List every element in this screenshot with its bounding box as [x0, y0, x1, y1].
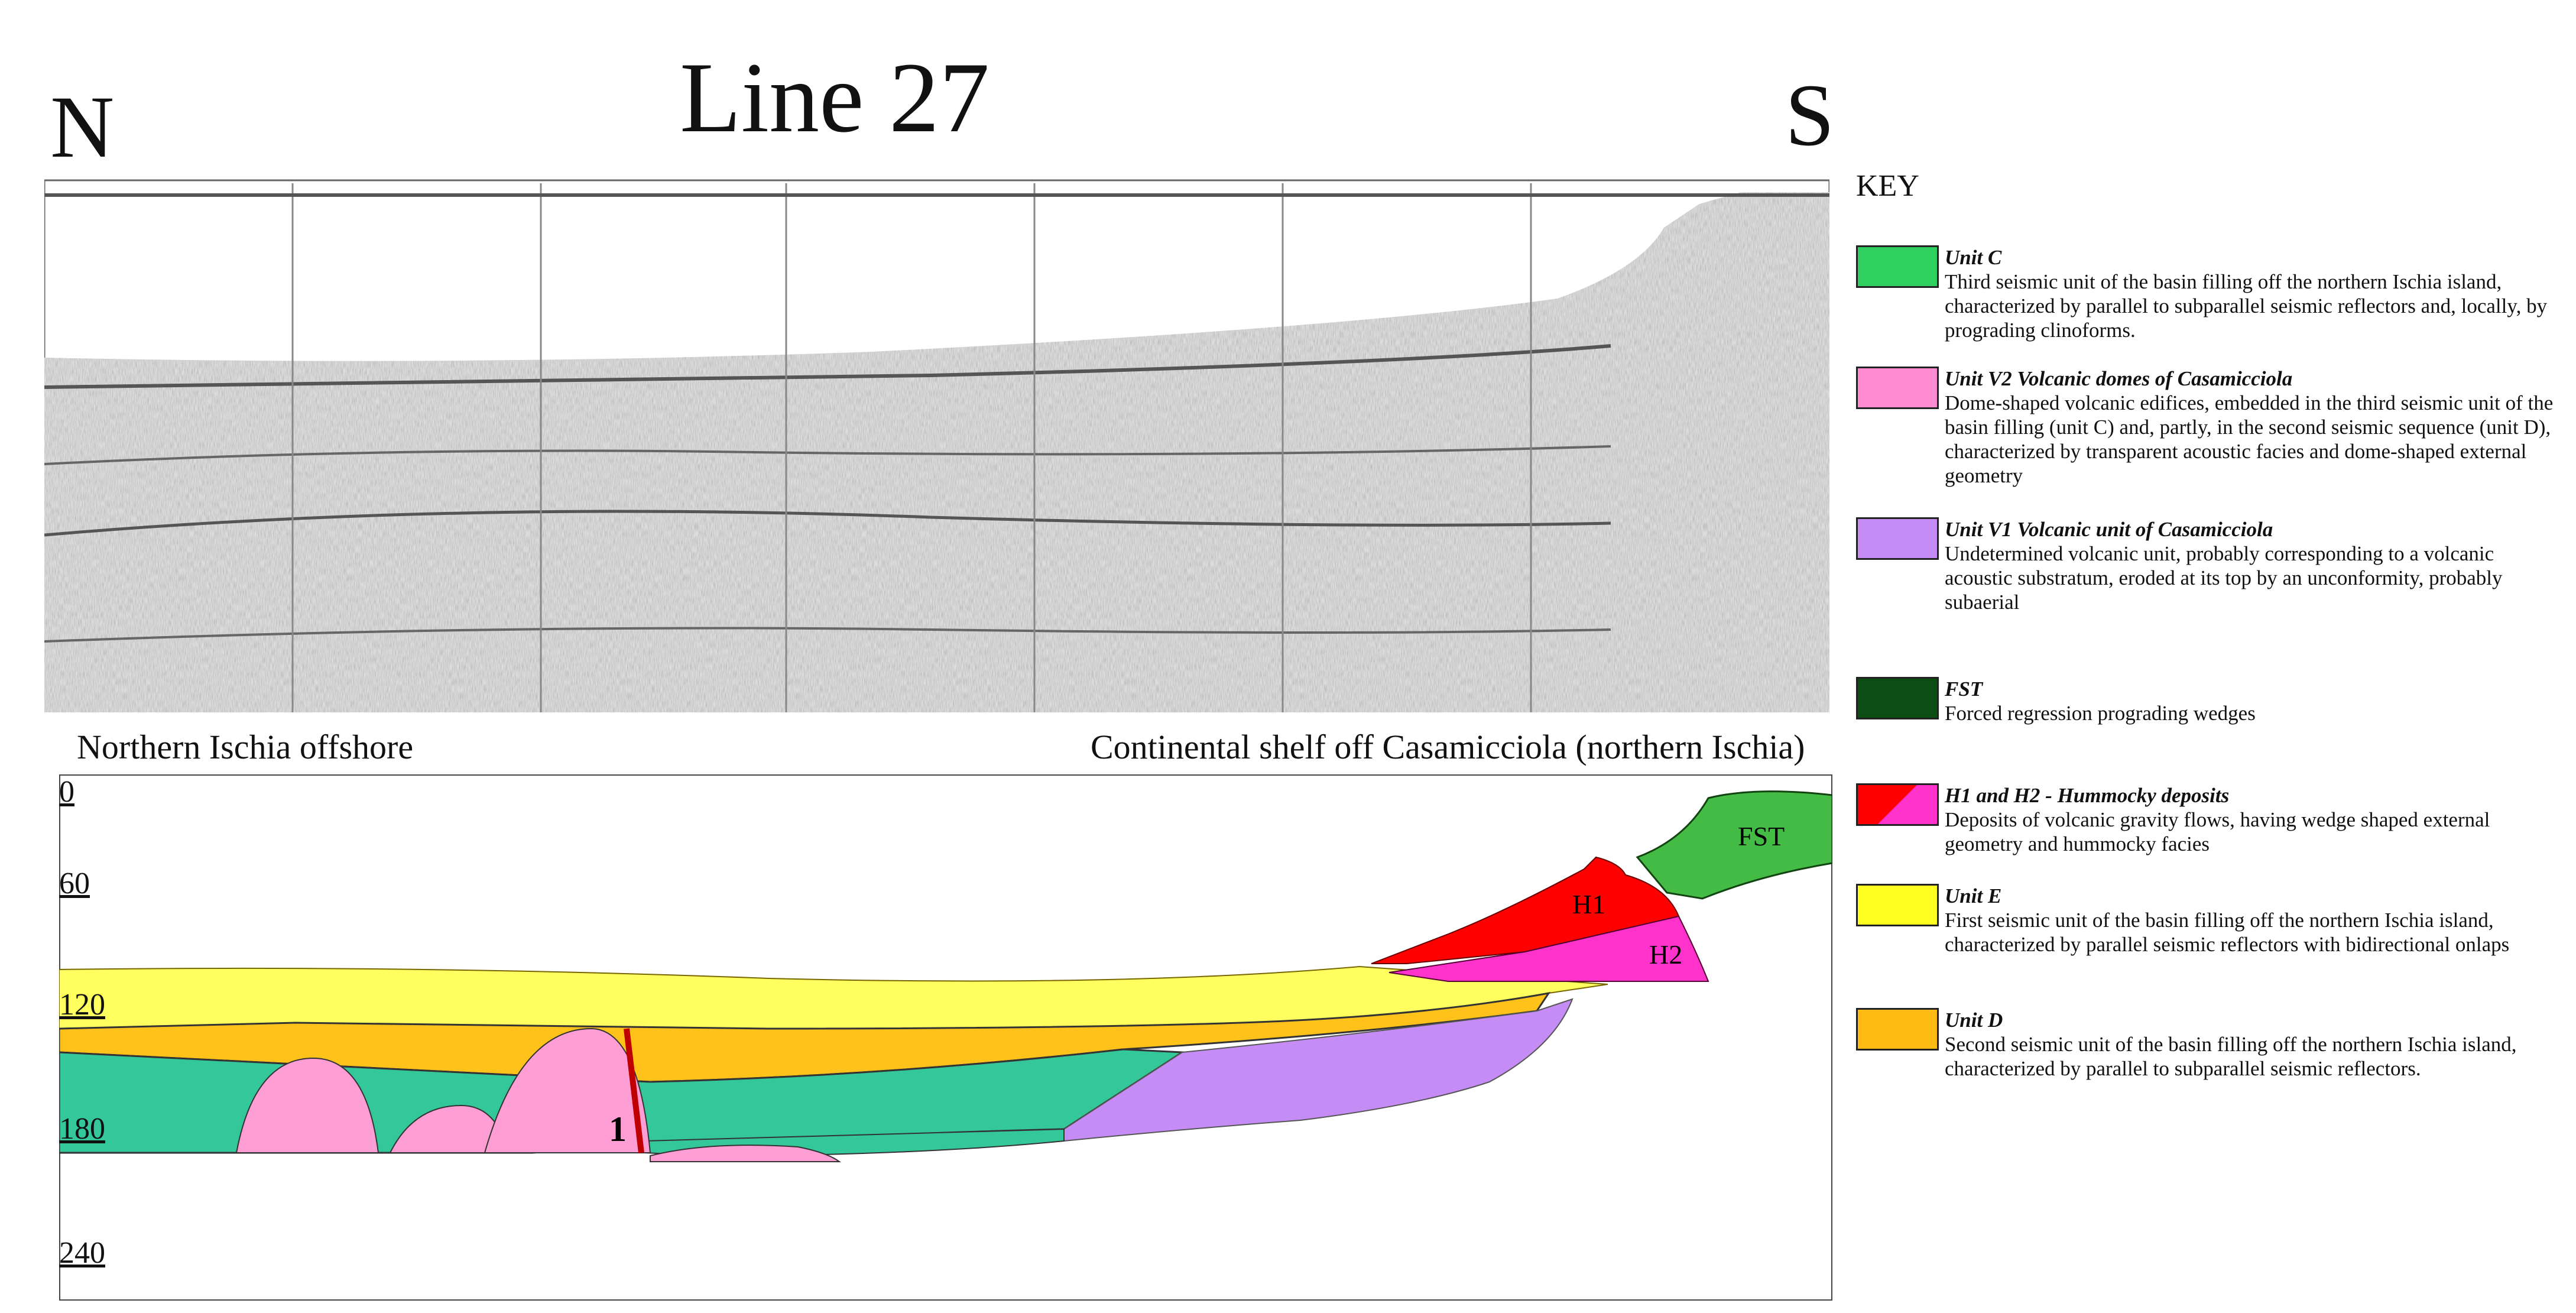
legend-desc: First seismic unit of the basin filling … — [1945, 909, 2510, 956]
unit-d-swatch — [1856, 1008, 1939, 1051]
depth-tick-120: 120 — [59, 988, 105, 1022]
unit-c-swatch — [1856, 245, 1939, 288]
section-left-label: Northern Ischia offshore — [77, 728, 414, 766]
depth-tick-180: 180 — [59, 1112, 105, 1146]
legend-name: Unit V1 Volcanic unit of Casamicciola — [1945, 518, 2273, 541]
unit-e-swatch — [1856, 884, 1939, 926]
interpreted-section: 1 H1 H2 FST — [59, 774, 1832, 1301]
depth-tick-240: 240 — [59, 1236, 105, 1270]
legend-desc: Deposits of volcanic gravity flows, havi… — [1945, 808, 2490, 855]
legend-name: Unit D — [1945, 1009, 2003, 1032]
depth-tick-0: 0 — [59, 775, 74, 809]
legend-name: H1 and H2 - Hummocky deposits — [1945, 784, 2230, 807]
north-label: N — [50, 78, 115, 176]
fst-body — [1636, 790, 1832, 900]
fault-label: 1 — [609, 1110, 627, 1149]
unit-v2-dome-1 — [235, 1057, 379, 1153]
legend-name: Unit V2 Volcanic domes of Casamicciola — [1945, 367, 2293, 390]
south-label: S — [1785, 66, 1835, 164]
unit-v2-dome-3 — [484, 1027, 651, 1153]
section-right-label: Continental shelf off Casamicciola (nort… — [1091, 728, 1805, 766]
legend-desc: Second seismic unit of the basin filling… — [1945, 1033, 2517, 1080]
unit-v1-body — [1063, 998, 1573, 1142]
legend-name: FST — [1945, 677, 1983, 701]
h1-body — [1371, 856, 1680, 964]
legend-title: KEY — [1856, 169, 1919, 203]
legend-desc: Undetermined volcanic unit, probably cor… — [1945, 542, 2503, 614]
fault-line — [624, 1028, 644, 1153]
unit-v2-dome-4 — [650, 1145, 842, 1162]
legend-name: Unit C — [1945, 246, 2002, 269]
seismic-profile-image — [44, 168, 1829, 712]
fst-swatch — [1856, 677, 1939, 719]
fst-label: FST — [1738, 821, 1785, 851]
unit-v2-swatch — [1856, 367, 1939, 409]
figure-title: Line 27 — [680, 42, 990, 153]
legend-desc: Forced regression prograding wedges — [1945, 702, 2256, 725]
depth-tick-60: 60 — [59, 867, 90, 900]
legend-name: Unit E — [1945, 884, 2002, 907]
h1-label: H1 — [1572, 889, 1605, 919]
hummocky-swatch — [1856, 783, 1939, 826]
h2-body — [1388, 915, 1709, 982]
legend: KEY Unit C Third seismic unit of the bas… — [1856, 168, 2565, 1080]
h2-label: H2 — [1649, 939, 1682, 970]
legend-desc: Dome-shaped volcanic edifices, embedded … — [1945, 391, 2554, 487]
legend-desc: Third seismic unit of the basin filling … — [1945, 270, 2548, 342]
unit-v1-swatch — [1856, 517, 1939, 560]
